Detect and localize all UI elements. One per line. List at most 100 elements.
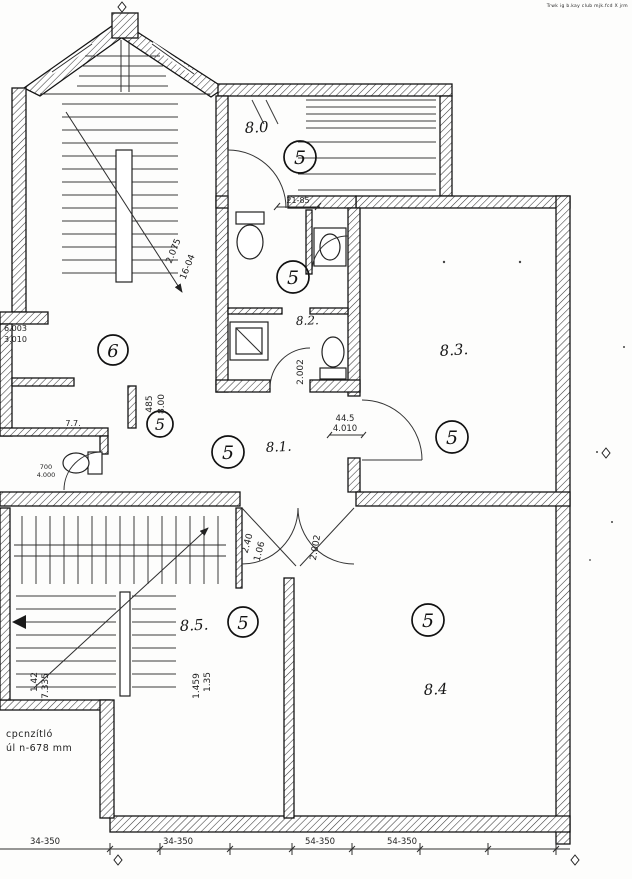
door-leaf-84-left xyxy=(241,507,297,567)
hall-partition-a xyxy=(11,377,75,387)
toilet-tank-icon xyxy=(235,211,265,225)
room-84-badge-circle xyxy=(411,603,445,637)
bath-bottom-wall-a xyxy=(215,379,271,393)
dim-bath-door: 2.002 xyxy=(296,359,306,385)
shower-drain-line xyxy=(235,327,263,355)
section-marker-top xyxy=(117,1,127,13)
dimension-marks xyxy=(0,202,570,855)
dim-bath-top: 21-85 xyxy=(286,196,309,205)
dim-wc-c: 7.7. xyxy=(65,419,80,428)
room-83-badge-circle xyxy=(435,420,469,454)
section-marker-bottom-right xyxy=(570,854,580,866)
dim-bottom-3: 54-350 xyxy=(305,837,335,847)
lower-staircase xyxy=(12,516,226,697)
door-arc-84-right xyxy=(297,507,355,565)
top-wall-terrace xyxy=(217,83,453,97)
room-83-badge: 5 xyxy=(446,427,458,449)
dim-wc-a: 700 xyxy=(40,463,52,471)
bath-vert-partition xyxy=(305,209,313,275)
door-leaf-84-right xyxy=(299,507,355,567)
room-85-label: 8.5. xyxy=(179,616,209,635)
dim-bottom-2: 34-350 xyxy=(163,837,193,847)
stair-note-line2: úl n-678 mm xyxy=(6,743,72,754)
room-84-label: 8.4 xyxy=(423,680,448,699)
bathroom-fixtures xyxy=(229,211,347,380)
upper-staircase xyxy=(62,103,183,293)
door-arc-bath-upper xyxy=(311,235,349,273)
bath-top-wall-b xyxy=(287,195,357,209)
stairwell-badge-circle xyxy=(97,334,129,366)
room-85-badge-circle xyxy=(227,606,259,638)
dim-door84-c: 2.002 xyxy=(309,534,323,561)
section-marker-right xyxy=(601,447,611,459)
bottom-left-step-wall xyxy=(0,699,111,711)
bath-top-wall-a xyxy=(215,195,229,209)
stair-note-line1: cpcnzítló xyxy=(6,729,53,740)
dim-bottom-1: 34-350 xyxy=(30,837,60,847)
dim-corridor-a: 44.5 xyxy=(336,414,355,424)
plan-texts: Trwk ig b.kay club mjk.fcd X jrm 8.0 5 5… xyxy=(4,3,628,847)
dim-stair85-left-a: 1.42 xyxy=(30,672,40,692)
room-80-label: 8.0 xyxy=(244,118,269,137)
section-marker-bottom-left xyxy=(113,854,123,866)
room-85-badge: 5 xyxy=(237,613,248,634)
right-outer-wall xyxy=(555,195,571,845)
dim-stair-left-a: 6.003 xyxy=(4,324,27,333)
dim-door84-a: 2.40 xyxy=(241,532,256,554)
left-window-jut xyxy=(0,311,49,325)
stair-stringer-lower xyxy=(119,591,131,697)
toilet-tank-icon xyxy=(87,451,103,475)
left-outer-wall-upper xyxy=(11,87,27,313)
dim-stair85-b: 1.35 xyxy=(203,672,213,692)
stair-stringer-upper xyxy=(115,149,133,283)
toilet-bowl-icon xyxy=(236,224,264,260)
room-80-badge: 5 xyxy=(294,147,306,169)
bottom-left-vertical-wall xyxy=(99,699,115,819)
hall-partition-b xyxy=(127,385,137,429)
bay-windows xyxy=(40,40,210,95)
room-82-badge: 5 xyxy=(287,267,299,289)
washbasin-bowl-icon xyxy=(319,233,341,261)
door-arc-bath-lower xyxy=(269,347,311,389)
stair-direction-arrow-lower xyxy=(33,527,209,689)
stair85-right-partition xyxy=(235,507,243,589)
wc-fixtures xyxy=(62,451,103,475)
room-82-badge-circle xyxy=(276,260,310,294)
door-arc-room83 xyxy=(361,399,423,461)
bath-right-wall-upper xyxy=(347,207,361,397)
wc-right-wall xyxy=(99,435,109,455)
dim-stair-diag-b: 16-04 xyxy=(179,253,198,281)
interior-walls xyxy=(0,95,571,819)
bottom-outer-wall xyxy=(109,815,571,833)
dim-stair85-left-b: 7.335 xyxy=(41,673,51,699)
bath-mid-partition-a xyxy=(227,307,283,315)
door-arc-84-left xyxy=(241,507,299,565)
top-wall-room83 xyxy=(355,195,571,209)
room-83-label: 8.3. xyxy=(439,340,469,360)
room84-left-wall xyxy=(283,577,295,819)
toilet-bowl-icon xyxy=(321,336,345,368)
door-arc-terrace xyxy=(227,149,287,209)
room-81-label: 8.1. xyxy=(265,439,292,456)
hall-badge-circle xyxy=(146,410,174,438)
toilet-tank-icon xyxy=(319,367,347,380)
terrace-right-wall xyxy=(439,95,453,197)
room-81-badge: 5 xyxy=(222,442,234,464)
dim-stair-left-b: 3.010 xyxy=(4,335,27,344)
toilet-bowl-icon xyxy=(62,452,90,474)
dim-hall-a: 485 xyxy=(145,395,155,412)
bay-apex-pier xyxy=(111,12,139,39)
hall-badge: 5 xyxy=(155,415,165,434)
room-84-badge: 5 xyxy=(422,610,434,632)
stair-entry-arrow-icon xyxy=(12,615,26,629)
wc-top-wall xyxy=(0,427,109,437)
bath-left-wall xyxy=(215,95,229,393)
corner-note: Trwk ig b.kay club mjk.fcd X jrm xyxy=(546,3,628,9)
left-outer-wall-lower xyxy=(0,507,11,701)
dim-wc-b: 4.000 xyxy=(37,471,56,479)
door-swings xyxy=(63,149,423,567)
mid-wall-right xyxy=(355,491,571,507)
bath-right-wall-lower xyxy=(347,457,361,493)
